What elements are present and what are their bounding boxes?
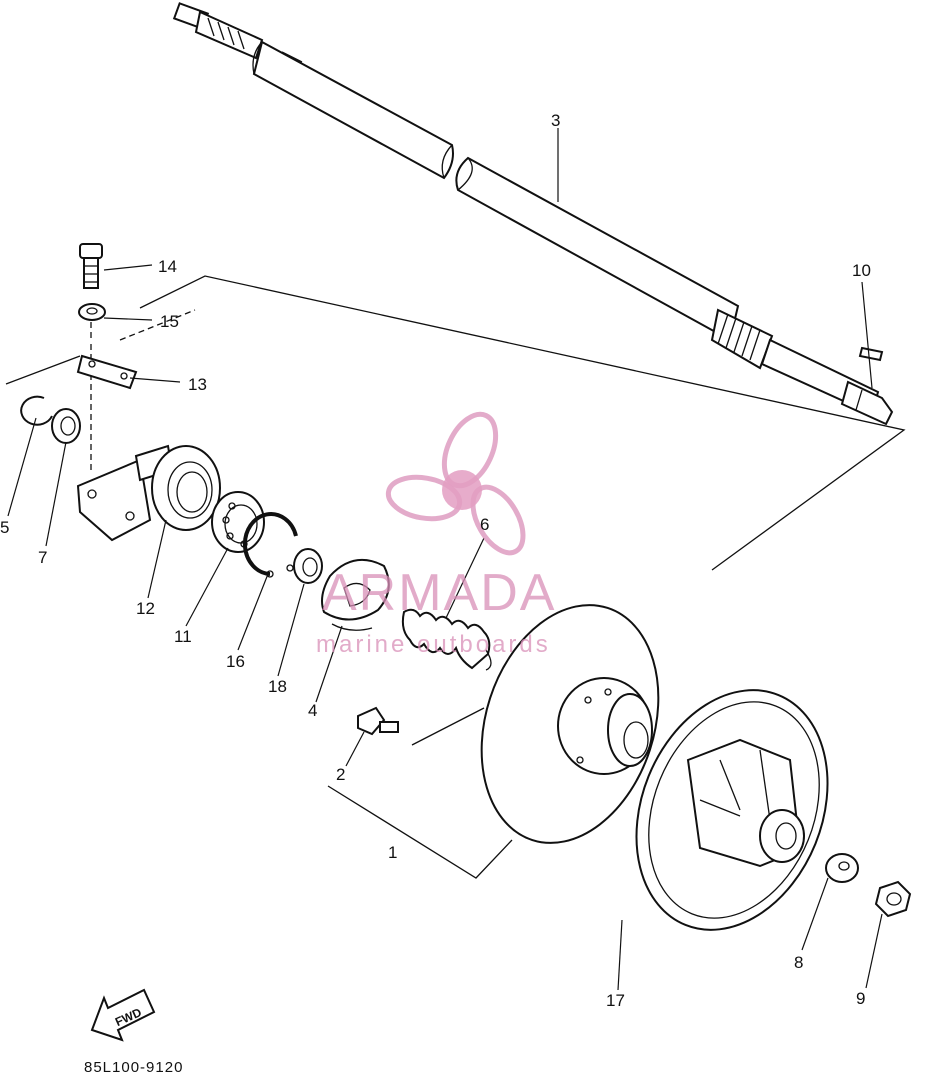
ball-bearing xyxy=(211,491,265,553)
label-part-1: 1 xyxy=(388,843,397,862)
label-part-14: 14 xyxy=(158,257,177,276)
collar xyxy=(293,548,323,584)
label-part-16: 16 xyxy=(226,652,245,671)
watermark-brand: ARMADA xyxy=(322,564,556,622)
label-part-8: 8 xyxy=(794,953,803,972)
washer xyxy=(825,853,859,883)
label-part-17: 17 xyxy=(606,991,625,1010)
lock-washer xyxy=(78,303,106,321)
label-part-3: 3 xyxy=(551,111,560,130)
label-part-5: 5 xyxy=(0,518,9,537)
label-part-12: 12 xyxy=(136,599,155,618)
plate xyxy=(76,354,138,390)
watermark-tagline: marine outboards xyxy=(316,631,551,658)
circlip xyxy=(20,395,53,426)
label-part-6: 6 xyxy=(480,515,489,534)
drawing-code: 85L100-9120 xyxy=(84,1059,183,1074)
watermark: ARMADA marine outboards xyxy=(316,411,556,658)
spring xyxy=(401,608,492,671)
label-part-15: 15 xyxy=(160,312,179,331)
label-part-9: 9 xyxy=(856,989,865,1008)
fwd-arrow: FWD xyxy=(90,988,156,1042)
leader-lines xyxy=(7,128,883,991)
bolt xyxy=(79,243,103,289)
label-part-18: 18 xyxy=(268,677,287,696)
pin xyxy=(357,706,399,736)
snap-ring xyxy=(242,512,298,578)
label-part-11: 11 xyxy=(174,627,192,646)
shaft xyxy=(172,2,894,426)
bearing-housing xyxy=(76,444,221,542)
label-part-2: 2 xyxy=(336,765,345,784)
key xyxy=(858,346,884,362)
label-part-13: 13 xyxy=(188,375,207,394)
fixed-sheave xyxy=(480,604,660,844)
nut xyxy=(874,880,912,918)
assembly-outline xyxy=(5,275,906,879)
cam xyxy=(321,559,390,631)
label-part-7: 7 xyxy=(38,548,47,567)
label-part-4: 4 xyxy=(308,701,317,720)
label-part-10: 10 xyxy=(852,261,871,280)
propeller-logo-icon xyxy=(385,411,526,556)
oil-seal xyxy=(51,408,81,444)
part-labels: 1 2 3 4 5 6 7 8 9 10 11 12 13 14 15 16 1… xyxy=(0,111,871,1010)
sliding-sheave xyxy=(635,689,829,931)
